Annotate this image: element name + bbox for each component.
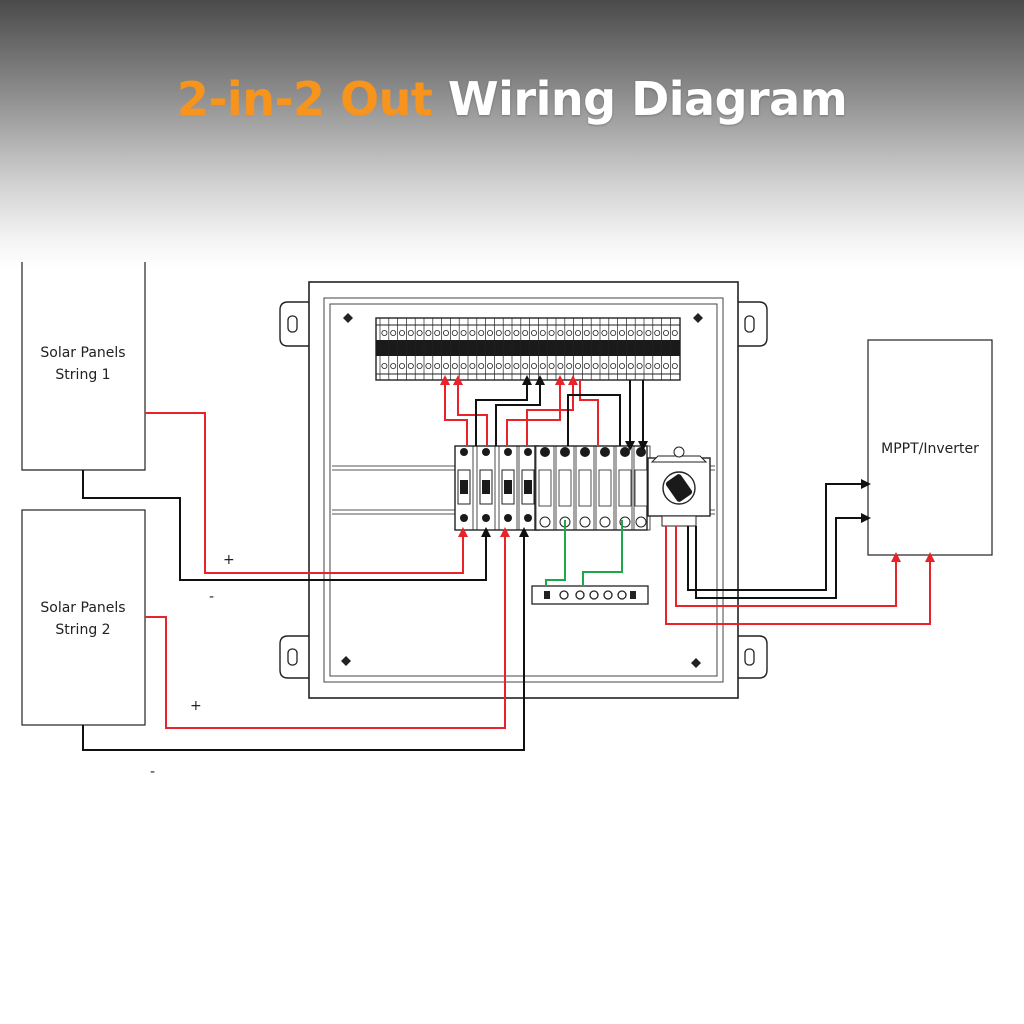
string-2-plus-sign: + xyxy=(190,698,202,714)
title-rest: Wiring Diagram xyxy=(447,72,848,126)
string-1-label-line1: Solar Panels xyxy=(40,345,125,361)
terminal-block xyxy=(375,317,681,381)
fuse-holders xyxy=(454,445,540,531)
string-1-label-line2: String 1 xyxy=(55,367,110,383)
solar-panel-string-2: Solar Panels String 2 xyxy=(21,509,146,726)
string-2-label-line1: Solar Panels xyxy=(40,600,125,616)
wiring xyxy=(82,375,935,751)
string-2-minus-sign: - xyxy=(150,764,155,780)
screw-icon xyxy=(693,313,703,323)
title-accent: 2-in-2 Out xyxy=(176,72,433,126)
screw-icon xyxy=(341,656,351,666)
mppt-inverter-box: MPPT/Inverter xyxy=(867,339,993,556)
mounting-tab-top-right xyxy=(738,301,768,347)
mounting-tab-bottom-left xyxy=(279,635,309,679)
string-1-plus-sign: + xyxy=(223,552,235,568)
ground-bar xyxy=(531,585,649,605)
screw-icon xyxy=(691,658,701,668)
mounting-tab-bottom-right xyxy=(738,635,768,679)
inverter-label: MPPT/Inverter xyxy=(881,441,979,457)
string-2-label-line2: String 2 xyxy=(55,622,110,638)
mounting-tab-top-left xyxy=(279,301,309,347)
screw-icon xyxy=(343,313,353,323)
page-title: 2-in-2 Out Wiring Diagram xyxy=(0,72,1024,126)
string-1-minus-sign: - xyxy=(209,589,214,605)
dc-isolator-switch xyxy=(647,446,711,527)
solar-panel-string-1: Solar Panels String 1 xyxy=(21,262,146,471)
surge-protection-device xyxy=(534,445,651,531)
